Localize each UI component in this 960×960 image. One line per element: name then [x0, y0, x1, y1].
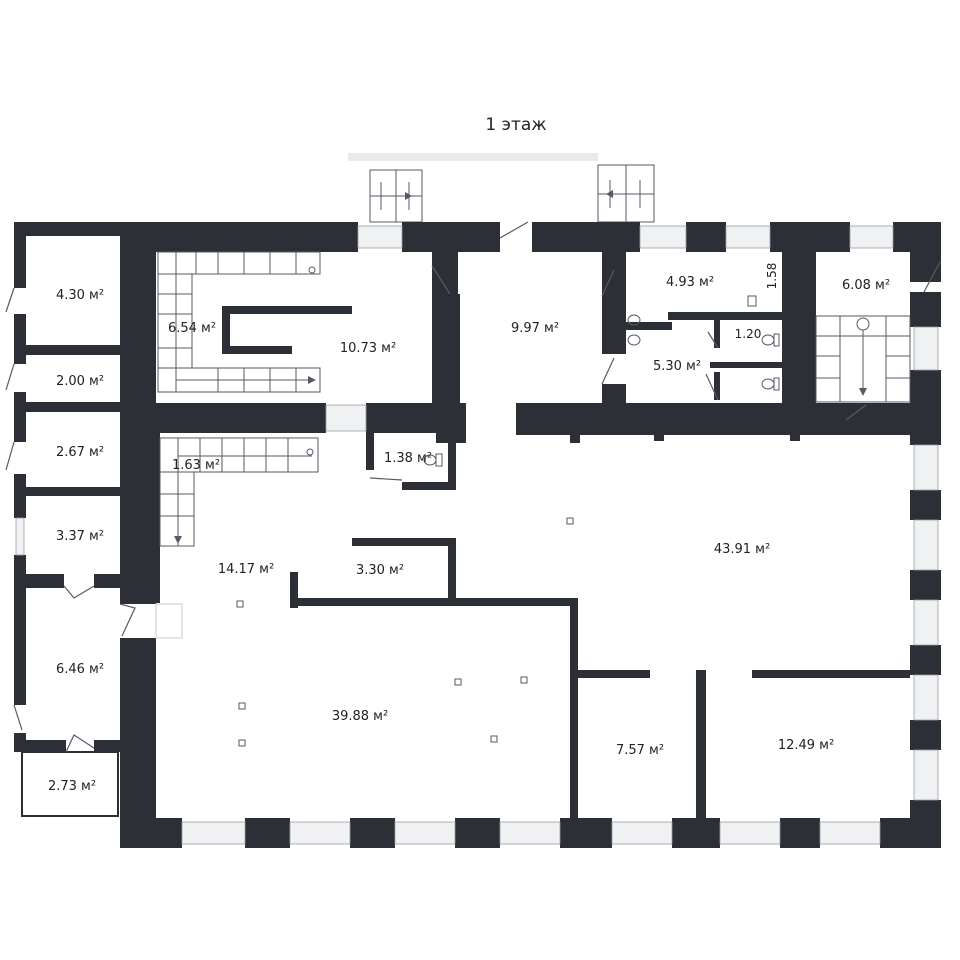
dimension-label: 1.58: [765, 263, 779, 290]
room-label: 4.93 м²: [666, 275, 714, 290]
room-label: 6.54 м²: [168, 321, 216, 336]
annex-bottom-room: [21, 751, 119, 817]
room-label: 3.30 м²: [356, 563, 404, 578]
toilet-icon: [761, 334, 775, 346]
room-labels: 4.30 м² 2.00 м² 2.67 м² 3.37 м² 6.46 м² …: [48, 275, 890, 794]
room-label: 2.00 м²: [56, 374, 104, 389]
room-label: 5.30 м²: [653, 359, 701, 374]
room-label: 6.46 м²: [56, 662, 104, 677]
room-label: 2.67 м²: [56, 445, 104, 460]
right-stair: [815, 315, 911, 403]
walls: [14, 222, 941, 848]
sanitary-fixtures: [423, 295, 780, 467]
entrance-stair-right: [597, 164, 655, 223]
entrance-stair-left: [369, 169, 423, 223]
room-label: 3.37 м²: [56, 529, 104, 544]
secondary-stair: [159, 437, 319, 547]
sink-icon: [627, 334, 641, 346]
room-label: 7.57 м²: [616, 743, 664, 758]
column-markers: [236, 517, 574, 747]
room-label: 10.73 м²: [340, 341, 396, 356]
toilet-icon: [761, 378, 775, 390]
entrance-awning: [348, 153, 598, 161]
stair-core-wall: [222, 306, 352, 354]
sink-icon: [627, 314, 641, 326]
room-label: 14.17 м²: [218, 562, 274, 577]
floor-title: 1 этаж: [485, 115, 546, 135]
room-label: 39.88 м²: [332, 709, 388, 724]
room-label: 9.97 м²: [511, 321, 559, 336]
room-label: 2.73 м²: [48, 779, 96, 794]
doors: [5, 221, 941, 753]
windows: [15, 225, 939, 845]
room-label: 1.38 м²: [384, 451, 432, 466]
toilet-icon: [747, 295, 757, 307]
room-label: 6.08 м²: [842, 278, 890, 293]
dimension-label: 1.20: [735, 327, 762, 341]
room-label: 43.91 м²: [714, 542, 770, 557]
room-label: 1.63 м²: [172, 458, 220, 473]
room-label: 12.49 м²: [778, 738, 834, 753]
main-stair: [157, 251, 321, 393]
room-label: 4.30 м²: [56, 288, 104, 303]
